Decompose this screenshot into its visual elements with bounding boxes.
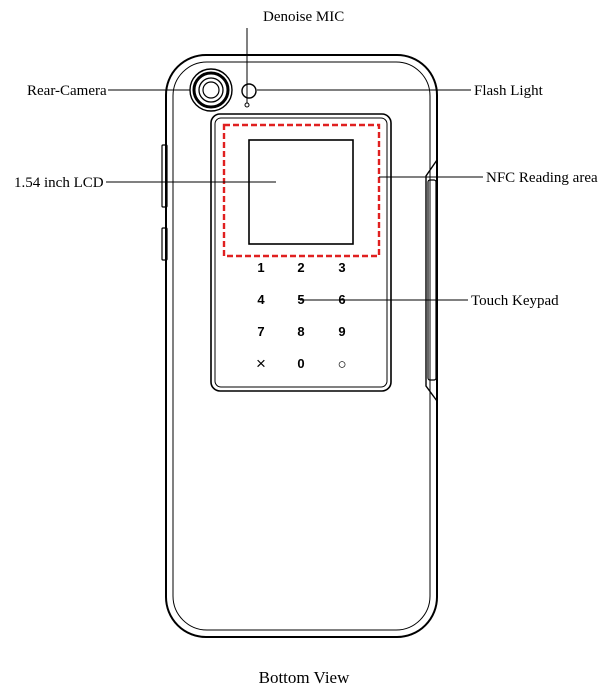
nfc-reading-area: [222, 123, 381, 258]
key-cancel: ×: [256, 354, 266, 373]
denoise-mic-hole: [244, 102, 250, 108]
phone-body-inner: [172, 61, 431, 631]
side-button-right: [427, 179, 437, 381]
label-touch-keypad: Touch Keypad: [471, 293, 559, 309]
front-panel-inner: [214, 117, 388, 388]
flash-light-icon: [241, 83, 257, 99]
key-3: 3: [338, 260, 345, 275]
caption-bottom-view: Bottom View: [259, 668, 350, 687]
key-9: 9: [338, 324, 345, 339]
side-button-left-upper: [161, 144, 168, 208]
lcd-screen: [248, 139, 354, 245]
front-panel-outer: [210, 113, 392, 392]
key-8: 8: [297, 324, 304, 339]
key-4: 4: [257, 292, 265, 307]
label-flash-light: Flash Light: [474, 83, 544, 99]
label-rear-camera: Rear-Camera: [27, 83, 107, 99]
key-7: 7: [257, 324, 264, 339]
key-1: 1: [257, 260, 264, 275]
rear-camera-icon: [189, 68, 233, 112]
key-ok: ○: [337, 356, 346, 373]
label-lcd: 1.54 inch LCD: [14, 175, 104, 191]
key-2: 2: [297, 260, 304, 275]
key-0: 0: [297, 356, 304, 371]
label-denoise-mic: Denoise MIC: [263, 9, 344, 25]
side-button-left-lower: [161, 227, 168, 261]
label-nfc: NFC Reading area: [486, 170, 598, 186]
side-rail-right: [425, 159, 438, 402]
phone-body-outer: [165, 54, 438, 638]
